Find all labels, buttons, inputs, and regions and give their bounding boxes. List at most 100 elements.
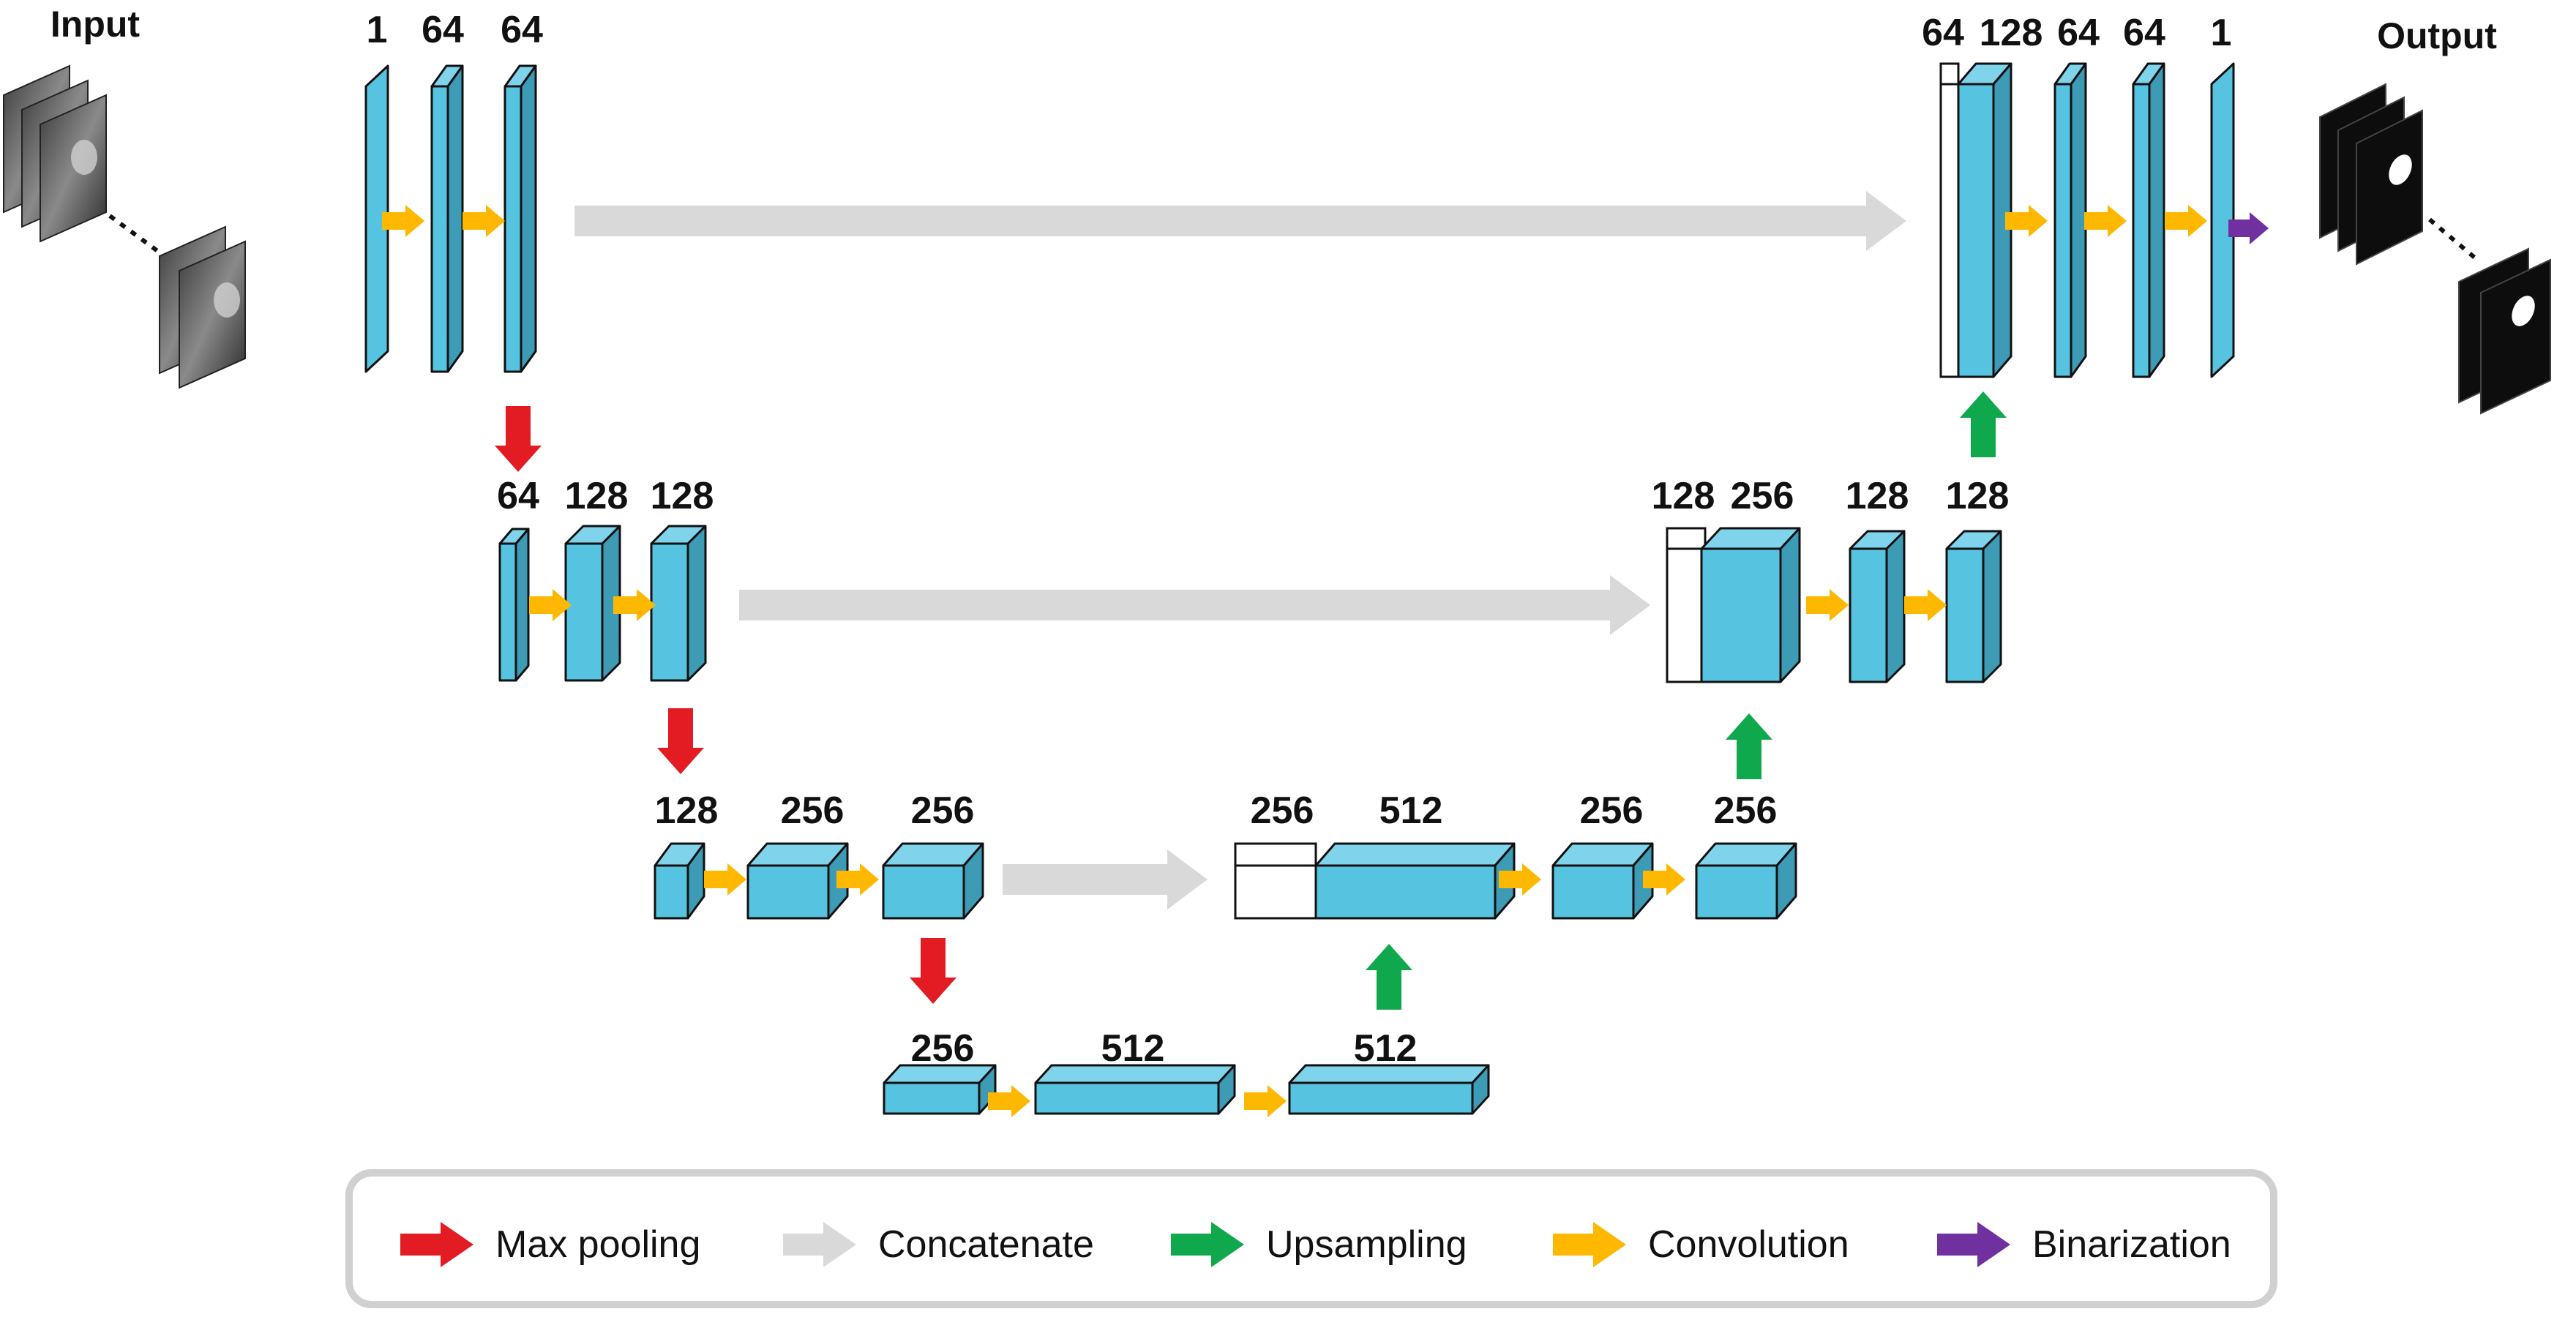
legend-item-max-pooling: Max pooling: [400, 1219, 700, 1270]
channel-label: 128: [1980, 12, 2043, 54]
feature-map-block: [654, 842, 705, 920]
feature-map-block: [503, 64, 537, 373]
input-ellipsis-dots: [108, 214, 161, 255]
feature-map-block: [650, 525, 707, 682]
legend-box: Max pooling Concatenate Upsampling Convo…: [345, 1169, 2277, 1308]
feature-map-block: [364, 64, 389, 373]
upsampling-arrow: [1366, 944, 1412, 1010]
channel-label: 128: [565, 475, 629, 517]
feature-map-block: [1551, 842, 1654, 920]
feature-map-block: [746, 842, 849, 920]
gray-arrow-icon: [783, 1222, 856, 1267]
feature-map-block: [430, 64, 464, 373]
channel-label: 256: [911, 789, 975, 832]
feature-blocks: [364, 62, 2235, 1115]
convolution-arrow: [704, 863, 746, 896]
convolution-arrow: [1806, 589, 1849, 621]
convolution-arrow: [613, 589, 656, 621]
operation-arrows: [382, 191, 2269, 1117]
channel-label: 1: [2211, 12, 2232, 54]
channel-label: 128: [655, 789, 719, 832]
legend-label: Upsampling: [1266, 1223, 1467, 1266]
binarization-arrow: [2228, 212, 2269, 244]
upsampling-arrow: [1726, 713, 1772, 779]
channel-label: 256: [1251, 789, 1314, 832]
feature-map-block: [498, 528, 530, 682]
channel-label: 512: [1379, 789, 1443, 832]
convolution-arrow: [1904, 589, 1947, 621]
convolution-arrow: [1643, 863, 1685, 896]
orange-arrow-icon: [1553, 1222, 1626, 1267]
convolution-arrow: [2005, 205, 2048, 237]
channel-label: 256: [1714, 789, 1778, 832]
concatenate-arrow: [739, 575, 1650, 635]
channel-label: 512: [1101, 1027, 1165, 1070]
max-pooling-arrow: [495, 406, 542, 472]
feature-map-block: [883, 1064, 997, 1115]
legend-item-convolution: Convolution: [1553, 1219, 1849, 1270]
channel-label: 64: [497, 475, 539, 517]
channel-label: 128: [1846, 475, 1909, 517]
concat-copy-block: [1939, 62, 1960, 378]
red-arrow-icon: [400, 1222, 473, 1267]
convolution-arrow: [988, 1085, 1030, 1117]
feature-map-block: [1034, 1064, 1236, 1115]
feature-map-block: [1945, 530, 2002, 683]
channel-label: 64: [422, 9, 464, 51]
channel-label: 64: [501, 9, 543, 51]
convolution-arrow: [529, 589, 572, 621]
input-label: Input: [50, 4, 141, 45]
feature-map-block: [1957, 62, 2012, 378]
legend-item-upsampling: Upsampling: [1171, 1219, 1467, 1270]
output-ellipsis-dots: [2428, 217, 2479, 262]
output-image-stack: Output: [2319, 15, 2551, 415]
channel-label: 64: [1922, 12, 1964, 54]
channel-label: 512: [1354, 1027, 1418, 1070]
concatenate-arrow: [574, 191, 1906, 251]
input-slice: [3, 64, 107, 243]
legend-label: Max pooling: [495, 1223, 701, 1266]
convolution-arrow: [2084, 205, 2127, 237]
concat-copy-block: [1234, 842, 1317, 920]
channel-label: 128: [651, 475, 714, 517]
feature-map-block: [2053, 62, 2087, 378]
legend-label: Binarization: [2032, 1223, 2231, 1266]
convolution-arrow: [382, 205, 424, 237]
feature-map-block: [564, 525, 621, 682]
feature-map-block: [1314, 842, 1516, 920]
feature-map-block: [1288, 1064, 1490, 1115]
concat-copy-block: [1666, 527, 1707, 683]
channel-label: 1: [367, 9, 388, 51]
channel-label: 256: [1580, 789, 1644, 832]
purple-arrow-icon: [1937, 1222, 2010, 1267]
convolution-arrow: [463, 205, 505, 237]
output-label: Output: [2377, 15, 2497, 56]
channel-label: 128: [1946, 475, 2010, 517]
feature-map-block: [1700, 527, 1801, 683]
channel-label: 128: [1652, 475, 1715, 517]
feature-map-block: [1695, 842, 1797, 920]
channel-label: 256: [1731, 475, 1794, 517]
max-pooling-arrow: [910, 938, 956, 1004]
max-pooling-arrow: [657, 708, 704, 774]
channel-labels: 1 64 64 64 128 128 128 256 256 256 512 5…: [367, 9, 2232, 1070]
feature-map-block: [2210, 62, 2235, 378]
feature-map-block: [882, 842, 984, 920]
input-image-stack: Input: [3, 4, 246, 389]
legend-label: Concatenate: [878, 1223, 1094, 1266]
green-arrow-icon: [1171, 1222, 1244, 1267]
concatenate-arrow: [1003, 849, 1208, 909]
convolution-arrow: [1244, 1085, 1287, 1117]
channel-label: 256: [911, 1027, 975, 1070]
channel-label: 64: [2123, 12, 2165, 54]
upsampling-arrow: [1960, 391, 2007, 457]
channel-label: 64: [2057, 12, 2100, 54]
legend-item-binarization: Binarization: [1937, 1219, 2231, 1270]
feature-map-block: [1849, 530, 1906, 683]
convolution-arrow: [2165, 205, 2207, 237]
convolution-arrow: [1499, 863, 1541, 896]
feature-map-block: [2132, 62, 2165, 378]
legend-item-concatenate: Concatenate: [783, 1219, 1094, 1270]
